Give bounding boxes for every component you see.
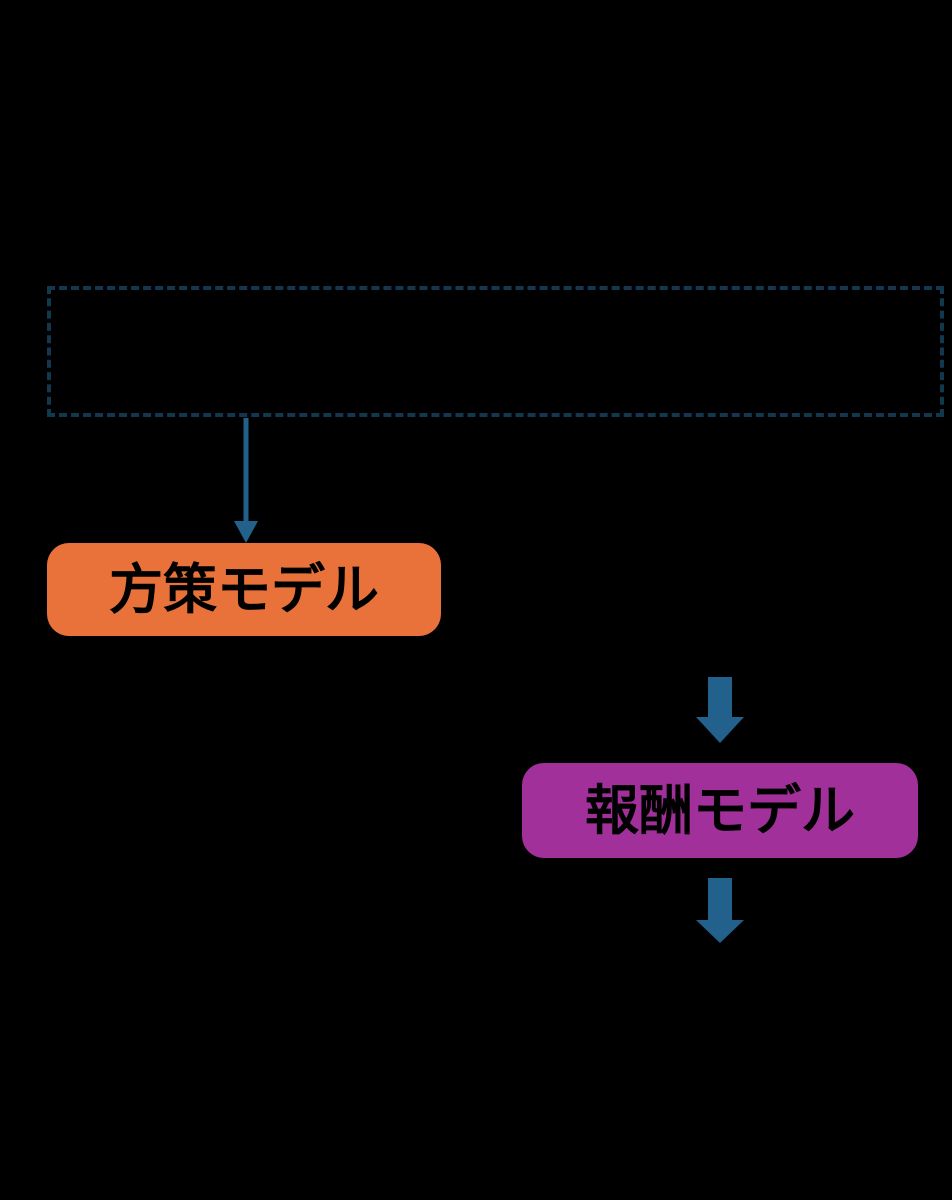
reward-model-box: 報酬モデル bbox=[522, 763, 918, 858]
policy-model-label: 方策モデル bbox=[109, 559, 379, 620]
policy-model-box: 方策モデル bbox=[47, 543, 441, 636]
dashed-placeholder-box bbox=[47, 286, 944, 417]
reward-model-label: 報酬モデル bbox=[585, 780, 855, 841]
down-block-arrow-icon bbox=[696, 677, 744, 743]
down-block-arrow-icon bbox=[696, 878, 744, 943]
down-arrow-icon bbox=[232, 418, 260, 543]
